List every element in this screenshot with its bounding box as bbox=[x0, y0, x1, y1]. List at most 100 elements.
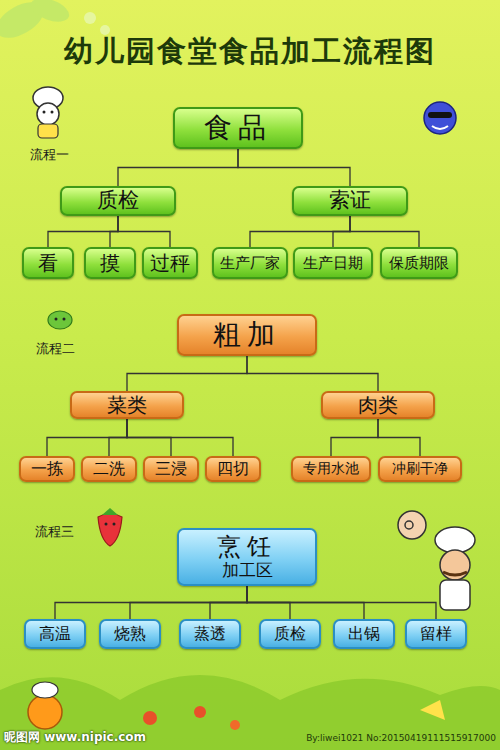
connector-line bbox=[127, 356, 247, 391]
box-text: 索证 bbox=[329, 189, 371, 212]
connector-line bbox=[210, 586, 247, 619]
tree-connector bbox=[55, 586, 247, 619]
tree-connector bbox=[238, 149, 350, 186]
tree-connector bbox=[127, 356, 247, 391]
process-box: 三浸 bbox=[143, 456, 199, 482]
box-text: 专用水池 bbox=[303, 461, 359, 476]
process-box: 肉类 bbox=[321, 391, 435, 419]
process-box: 生产日期 bbox=[293, 247, 373, 279]
box-text: 烧熟 bbox=[114, 625, 146, 643]
tree-connector bbox=[250, 216, 350, 247]
connector-line bbox=[48, 216, 118, 247]
process-box: 烹饪加工区 bbox=[177, 528, 317, 586]
box-text: 出锅 bbox=[348, 625, 380, 643]
box-text: 四切 bbox=[217, 460, 249, 478]
box-text: 质检 bbox=[274, 625, 306, 643]
tree-connector bbox=[48, 216, 118, 247]
process-box: 粗加 bbox=[177, 314, 317, 356]
grass-ground bbox=[0, 675, 500, 750]
connector-line bbox=[350, 216, 419, 247]
connector-line bbox=[333, 216, 350, 247]
connector-line bbox=[378, 419, 420, 456]
box-text: 菜类 bbox=[107, 394, 147, 416]
leaf-figure bbox=[48, 311, 72, 329]
box-text: 蒸透 bbox=[194, 625, 226, 643]
tree-connector bbox=[378, 419, 420, 456]
connector-line bbox=[47, 419, 127, 456]
box-text: 摸 bbox=[100, 252, 120, 274]
process-box: 质检 bbox=[259, 619, 321, 649]
box-text: 加工区 bbox=[222, 561, 273, 580]
process-box: 菜类 bbox=[70, 391, 184, 419]
connector-line bbox=[127, 419, 233, 456]
tree-connector bbox=[350, 216, 419, 247]
diagram-title: 幼儿园食堂食品加工流程图 bbox=[0, 32, 500, 72]
box-text: 看 bbox=[38, 252, 58, 274]
label-text: By:liwei1021 No:20150419111515917000 bbox=[306, 733, 496, 743]
strawberry-figure bbox=[98, 508, 122, 546]
box-text: 一拣 bbox=[31, 460, 63, 478]
tree-connector bbox=[110, 216, 118, 247]
process-box: 蒸透 bbox=[179, 619, 241, 649]
blue-ball-figure bbox=[424, 102, 456, 134]
label-text: 流程三 bbox=[35, 523, 74, 541]
connector-line bbox=[118, 216, 170, 247]
box-text: 生产日期 bbox=[303, 255, 363, 272]
tree-connector bbox=[247, 356, 378, 391]
process-box: 四切 bbox=[205, 456, 261, 482]
box-text: 三浸 bbox=[155, 460, 187, 478]
tree-connector bbox=[47, 419, 127, 456]
process-box: 烧熟 bbox=[99, 619, 161, 649]
process-box: 生产厂家 bbox=[212, 247, 288, 279]
tree-connector bbox=[118, 216, 170, 247]
process-box: 高温 bbox=[24, 619, 86, 649]
connector-line bbox=[55, 586, 247, 619]
tree-connector bbox=[247, 586, 436, 619]
box-text: 过秤 bbox=[150, 252, 190, 274]
box-text: 食品 bbox=[204, 113, 272, 144]
box-text: 生产厂家 bbox=[220, 255, 280, 272]
tree-connector bbox=[333, 216, 350, 247]
connector-line bbox=[118, 149, 238, 186]
chef-cook-figure bbox=[398, 511, 475, 610]
process-box: 出锅 bbox=[333, 619, 395, 649]
tree-connector bbox=[109, 419, 127, 456]
connector-line bbox=[238, 149, 350, 186]
box-text: 肉类 bbox=[358, 394, 398, 416]
box-text: 粗加 bbox=[213, 320, 281, 351]
process-box: 看 bbox=[22, 247, 74, 279]
process-box: 专用水池 bbox=[291, 456, 371, 482]
process-box: 食品 bbox=[173, 107, 303, 149]
process-box: 一拣 bbox=[19, 456, 75, 482]
connector-line bbox=[250, 216, 350, 247]
connector-line bbox=[110, 216, 118, 247]
box-text: 质检 bbox=[97, 189, 139, 212]
connector-line bbox=[247, 586, 436, 619]
process-box: 过秤 bbox=[142, 247, 198, 279]
tree-connector bbox=[130, 586, 247, 619]
label-text: 昵图网 www.nipic.com bbox=[4, 729, 146, 746]
chef-figure bbox=[33, 87, 63, 138]
label-text: 流程二 bbox=[36, 340, 75, 358]
label-text: 流程一 bbox=[30, 146, 69, 164]
process-box: 留样 bbox=[405, 619, 467, 649]
process-box: 二洗 bbox=[81, 456, 137, 482]
box-text: 留样 bbox=[420, 625, 452, 643]
process-box: 质检 bbox=[60, 186, 176, 216]
tree-connector bbox=[210, 586, 247, 619]
tree-connector bbox=[118, 149, 238, 186]
box-text: 冲刷干净 bbox=[392, 461, 448, 476]
orange-figure bbox=[28, 682, 62, 729]
box-text: 烹饪 bbox=[217, 534, 277, 560]
tree-connector bbox=[127, 419, 233, 456]
process-box: 冲刷干净 bbox=[378, 456, 462, 482]
process-box: 保质期限 bbox=[380, 247, 458, 279]
connector-line bbox=[109, 419, 127, 456]
box-text: 高温 bbox=[39, 625, 71, 643]
box-text: 保质期限 bbox=[389, 255, 449, 272]
connector-line bbox=[247, 356, 378, 391]
process-box: 摸 bbox=[84, 247, 136, 279]
connector-line bbox=[331, 419, 378, 456]
process-box: 索证 bbox=[292, 186, 408, 216]
connector-line bbox=[130, 586, 247, 619]
